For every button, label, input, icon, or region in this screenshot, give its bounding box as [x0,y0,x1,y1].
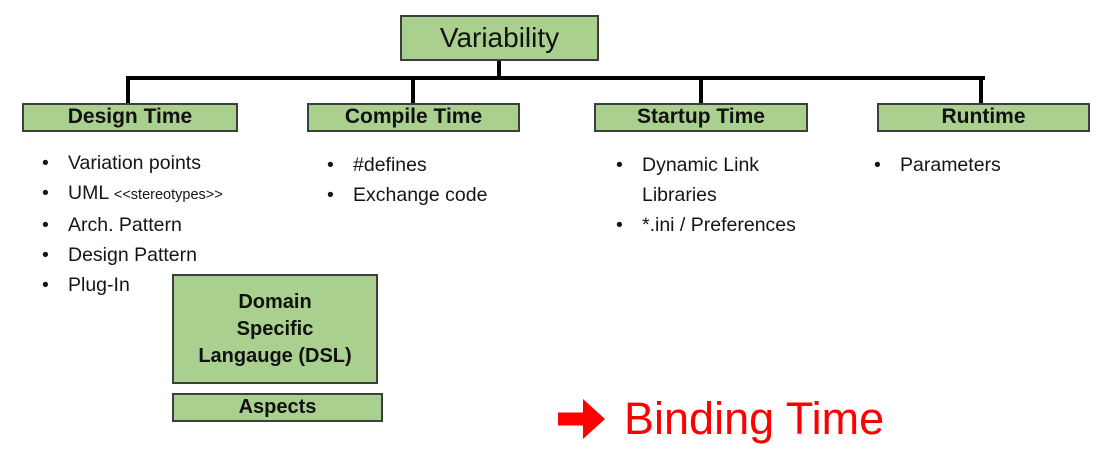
binding-time-label: Binding Time [624,393,885,444]
right-arrow-icon [558,399,605,439]
header-box-compile-time: Compile Time [307,103,520,132]
list-item-text: Parameters [900,154,1001,176]
header-box-runtime: Runtime [877,103,1090,132]
list-item-text: Exchange code [353,184,488,206]
compile-time-list: #defines Exchange code [315,150,555,210]
list-item: Parameters [862,150,1087,180]
list-item-text: Arch. Pattern [68,214,182,236]
header-box-startup-time: Startup Time [594,103,808,132]
connector-drop-design-time [126,79,130,103]
dsl-box-line: Specific [236,317,314,340]
connector-drop-startup-time [699,79,703,103]
connector-horizontal-rail [126,76,985,80]
aspects-box: Aspects [172,393,383,422]
list-item: UML <<stereotypes>> [30,178,305,210]
root-box-variability: Variability [400,15,599,61]
list-item-text: Design Pattern [68,244,197,266]
binding-time-annotation: Binding Time [558,393,884,445]
list-item-note: <<stereotypes>> [113,187,223,203]
list-item-text: #defines [353,154,427,176]
list-item: Plug-In [30,270,305,300]
list-item-text: Plug-In [68,274,130,296]
runtime-list: Parameters [862,150,1087,180]
list-item: Exchange code [315,180,555,210]
list-item-text: UML [68,182,109,204]
list-item-text: Dynamic Link Libraries [642,154,760,206]
dsl-box-line: Domain [238,290,312,313]
header-box-design-time: Design Time [22,103,238,132]
list-item: #defines [315,150,555,180]
connector-drop-compile-time [411,79,415,103]
startup-time-list: Dynamic Link Libraries *.ini / Preferenc… [604,150,819,240]
list-item: Arch. Pattern [30,210,305,240]
list-item: Dynamic Link Libraries [604,150,819,210]
list-item: Variation points [30,148,305,178]
connector-drop-runtime [979,79,983,103]
list-item: Design Pattern [30,240,305,270]
list-item-text: *.ini / Preferences [642,214,796,236]
dsl-box: Domain Specific Langauge (DSL) [172,274,378,384]
design-time-list: Variation points UML <<stereotypes>> Arc… [30,148,305,300]
list-item-text: Variation points [68,152,201,174]
connector-root-stub [497,61,501,77]
list-item: *.ini / Preferences [604,210,819,240]
dsl-box-line: Langauge (DSL) [198,344,352,367]
